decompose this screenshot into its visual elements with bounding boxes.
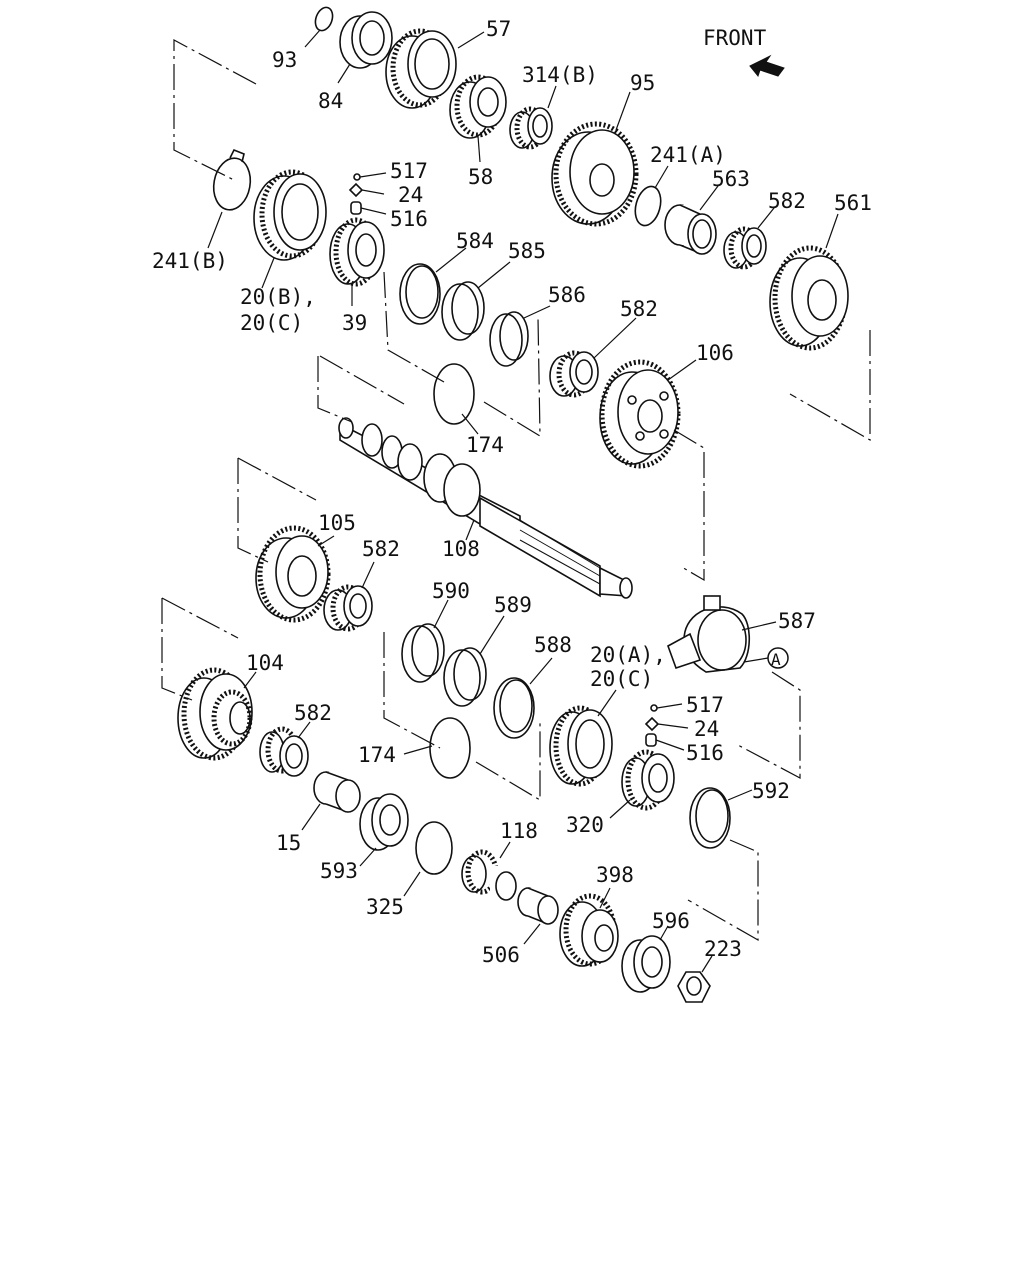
callout-labels: 93 84 57 314(B) 95 58 241(A) 563 517 24 … xyxy=(152,17,872,967)
part-563-collar xyxy=(664,185,719,255)
part-588-ring xyxy=(493,657,553,739)
label-582-d: 582 xyxy=(294,701,332,725)
part-582b-needle-bearing xyxy=(549,317,637,398)
label-587: 587 xyxy=(778,609,816,633)
part-106-gear xyxy=(599,359,697,469)
label-57: 57 xyxy=(486,17,511,41)
label-589: 589 xyxy=(494,593,532,617)
label-596: 596 xyxy=(652,909,690,933)
label-20ac-line1: 20(A), xyxy=(590,643,666,667)
label-593: 593 xyxy=(320,859,358,883)
part-105-gear xyxy=(255,525,335,623)
label-516-top: 516 xyxy=(390,207,428,231)
label-582-c: 582 xyxy=(362,537,400,561)
part-561-gear xyxy=(769,213,849,351)
label-105: 105 xyxy=(318,511,356,535)
label-174-top: 174 xyxy=(466,433,504,457)
part-223-nut xyxy=(677,955,713,1003)
label-506: 506 xyxy=(482,943,520,967)
label-592: 592 xyxy=(752,779,790,803)
part-241b-lock-plate xyxy=(207,148,252,249)
label-174-bot: 174 xyxy=(358,743,396,767)
part-95-helical-gear xyxy=(551,91,639,227)
label-95: 95 xyxy=(630,71,655,95)
part-174-ring-bottom xyxy=(403,717,471,779)
label-582-b: 582 xyxy=(620,297,658,321)
label-39: 39 xyxy=(342,311,367,335)
part-582a-needle-bearing xyxy=(723,207,775,270)
part-592-ring xyxy=(689,787,753,849)
label-517-top: 517 xyxy=(390,159,428,183)
label-320: 320 xyxy=(566,813,604,837)
part-590-ring xyxy=(401,599,449,683)
part-20ac-synchro-ring xyxy=(549,689,617,787)
label-516-bot: 516 xyxy=(686,741,724,765)
part-586-inner-ring xyxy=(489,305,551,367)
label-20ac-line2: 20(C) xyxy=(590,667,653,691)
part-174-ring-top xyxy=(433,363,479,435)
part-58-gear xyxy=(449,74,507,163)
label-241a: 241(A) xyxy=(650,143,726,167)
front-indicator: FRONT xyxy=(703,26,785,78)
label-584: 584 xyxy=(456,229,494,253)
label-104: 104 xyxy=(246,651,284,675)
part-587-shift-fork: A xyxy=(667,595,789,673)
part-39-hub xyxy=(329,217,385,306)
part-detent-set-top xyxy=(348,172,387,215)
front-label: FRONT xyxy=(703,26,767,50)
label-24-top: 24 xyxy=(398,183,423,207)
label-586: 586 xyxy=(548,283,586,307)
label-241b: 241(B) xyxy=(152,249,228,273)
label-58: 58 xyxy=(468,165,493,189)
part-589-ring xyxy=(443,615,505,707)
part-325-shim xyxy=(403,821,453,897)
part-585-cone-ring xyxy=(441,261,511,341)
part-241a-snap-ring xyxy=(634,165,669,227)
part-584-ring xyxy=(399,247,467,325)
part-320-hub xyxy=(609,749,675,819)
label-398: 398 xyxy=(596,863,634,887)
part-314b-needle-bearing xyxy=(509,85,557,150)
label-84: 84 xyxy=(318,89,343,113)
label-106: 106 xyxy=(696,341,734,365)
label-93: 93 xyxy=(272,48,297,72)
label-24-bot: 24 xyxy=(694,717,719,741)
label-517-bot: 517 xyxy=(686,693,724,717)
label-314b: 314(B) xyxy=(522,63,598,87)
alignment-lines xyxy=(161,38,871,942)
part-57-sleeve xyxy=(385,28,485,109)
label-582-a: 582 xyxy=(768,189,806,213)
label-223: 223 xyxy=(704,937,742,961)
label-118: 118 xyxy=(500,819,538,843)
part-596-bearing xyxy=(621,925,671,993)
part-104-gear xyxy=(177,667,257,761)
part-118-gear xyxy=(461,841,517,901)
label-585: 585 xyxy=(508,239,546,263)
label-325: 325 xyxy=(366,895,404,919)
front-arrow-icon xyxy=(749,54,785,78)
label-20bc-line2: 20(C) xyxy=(240,311,303,335)
part-506-bushing xyxy=(517,887,559,945)
label-588: 588 xyxy=(534,633,572,657)
label-563: 563 xyxy=(712,167,750,191)
part-detent-set-bottom xyxy=(644,703,689,751)
ref-a-label: A xyxy=(771,650,781,669)
part-582d-needle-bearing xyxy=(259,721,311,777)
label-20bc-line1: 20(B), xyxy=(240,285,316,309)
label-108: 108 xyxy=(442,537,480,561)
part-20bc-synchro-ring xyxy=(253,169,327,289)
part-93-snap-ring xyxy=(304,6,334,48)
part-593-bearing xyxy=(359,793,409,867)
label-561: 561 xyxy=(834,191,872,215)
label-15: 15 xyxy=(276,831,301,855)
part-15-bushing xyxy=(301,771,361,831)
part-398-gear xyxy=(559,887,619,967)
part-108-main-shaft xyxy=(338,417,633,599)
label-590: 590 xyxy=(432,579,470,603)
part-84-bearing xyxy=(337,11,393,84)
part-582c-needle-bearing xyxy=(323,561,375,632)
